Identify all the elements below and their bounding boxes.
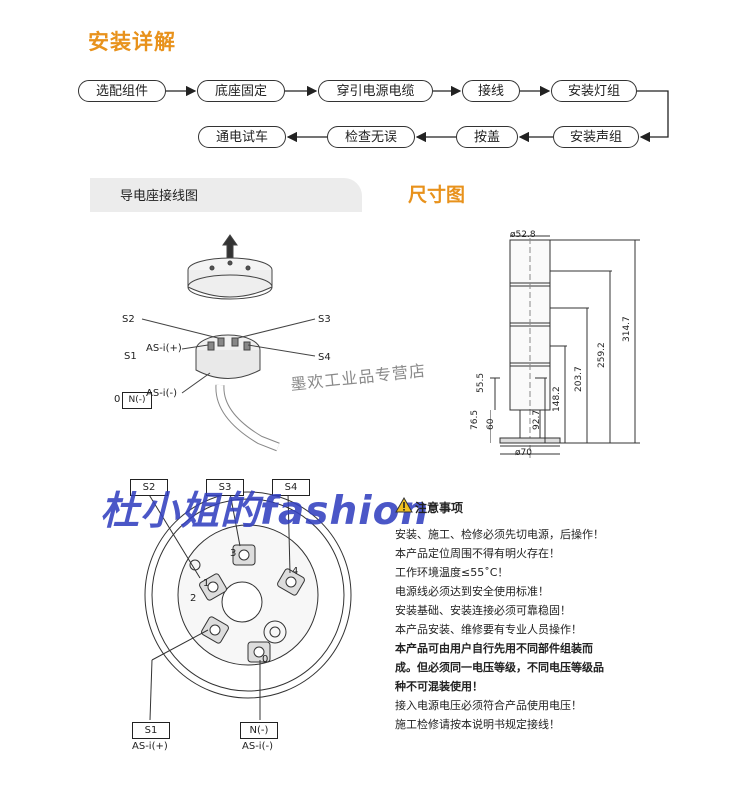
note-item: 本产品定位周围不得有明火存在！ [395, 547, 560, 560]
notes-heading: 注意事项 [415, 501, 464, 515]
terminal-n-sub: AS-i(-) [242, 741, 273, 752]
label-s1: S1 [124, 351, 137, 362]
terminal-num-4: 4 [292, 566, 299, 577]
dim-259: 259.2 [597, 342, 607, 368]
dimension-drawing [490, 235, 640, 458]
step-install-sound: 安装声组 [553, 126, 639, 148]
dim-base-diameter: ø70 [515, 448, 532, 458]
terminal-base-diagram [144, 491, 352, 721]
label-asi-minus: AS-i(-) [146, 388, 177, 399]
terminal-num-2: 2 [190, 593, 197, 604]
terminal-num-1: 1 [203, 578, 210, 589]
terminal-n-box: N(-) [240, 722, 278, 739]
terminal-s1-sub: AS-i(+) [132, 741, 168, 752]
page-title: 安装详解 [88, 30, 176, 54]
terminal-s4-box: S4 [272, 479, 310, 496]
dim-76: 76.5 [470, 409, 480, 430]
terminal-num-3: 3 [230, 548, 237, 559]
note-item: 本产品可由用户自行先用不同部件组装而 [395, 642, 593, 655]
step-install-light: 安装灯组 [551, 80, 637, 102]
step-fix-base: 底座固定 [197, 80, 285, 102]
step-cover: 按盖 [456, 126, 518, 148]
label-s2: S2 [122, 314, 135, 325]
step-route-cable: 穿引电源电缆 [318, 80, 433, 102]
step-power-test: 通电试车 [198, 126, 286, 148]
dimension-title: 尺寸图 [408, 184, 466, 206]
dim-203: 203.7 [574, 366, 584, 392]
label-s4: S4 [318, 352, 331, 363]
wiring-base-illustration [132, 234, 316, 452]
step-wiring: 接线 [462, 80, 520, 102]
note-item: 本产品安装、维修要有专业人员操作！ [395, 623, 582, 636]
terminal-s1-box: S1 [132, 722, 170, 739]
notes-list: 安装、施工、检修必须先切电源，后操作！ 本产品定位周围不得有明火存在！ 工作环境温度… [395, 525, 740, 734]
dim-314: 314.7 [622, 316, 632, 342]
dim-148: 148.2 [552, 386, 562, 412]
note-item: 种不可混装使用！ [395, 680, 483, 693]
note-item: 施工检修请按本说明书规定接线！ [395, 718, 560, 731]
dim-60: 60 [486, 418, 496, 430]
step-select-components: 选配组件 [78, 80, 166, 102]
note-item: 接入电源电压必须符合产品使用电压！ [395, 699, 582, 712]
note-item: 安装基础、安装连接必须可靠稳固！ [395, 604, 571, 617]
note-item: 安装、施工、检修必须先切电源，后操作！ [395, 528, 604, 541]
terminal-s3-box: S3 [206, 479, 244, 496]
note-item: 电源线必须达到安全使用标准！ [395, 585, 549, 598]
fashion-watermark: 杜小姐的fashion [100, 489, 430, 534]
dim-92: 92.7 [532, 409, 542, 430]
note-item: 成。但必须同一电压等级，不同电压等级品 [395, 661, 604, 674]
label-s3: S3 [318, 314, 331, 325]
dim-55: 55.5 [476, 372, 486, 393]
label-zero: 0 [114, 394, 121, 405]
notes-header: 注意事项 [395, 497, 740, 519]
dim-top-diameter: ø52.8 [510, 230, 536, 240]
wiring-diagram-tab: 导电座接线图 [90, 178, 362, 212]
label-asi-plus: AS-i(+) [146, 343, 182, 354]
flow-arrows [166, 85, 669, 143]
notes-panel: 注意事项 安装、施工、检修必须先切电源，后操作！ 本产品定位周围不得有明火存在！ 工… [395, 497, 740, 734]
label-n-minus-box: N(-) [122, 392, 152, 409]
terminal-num-0: 0 [262, 654, 269, 665]
terminal-s2-box: S2 [130, 479, 168, 496]
warning-icon [395, 497, 413, 513]
note-item: 工作环境温度≤55˚C！ [395, 566, 509, 579]
step-check: 检查无误 [327, 126, 415, 148]
